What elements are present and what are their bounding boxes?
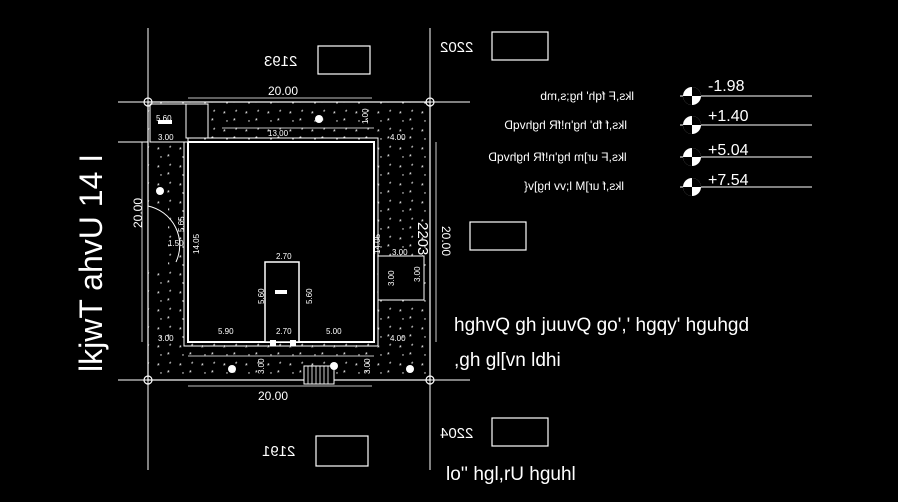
dim-side-mid: 5.65 bbox=[177, 216, 186, 232]
dim-inner-width: 13.00 bbox=[268, 129, 289, 138]
dim-setback-bottom-left: 3.00 bbox=[158, 334, 174, 343]
dim-plot-depth-left: 20.00 bbox=[131, 198, 145, 228]
dim-side-small: 1.50 bbox=[168, 239, 184, 248]
dim-bottom-small-2: 3.00 bbox=[363, 358, 372, 374]
plot-number-bottom-right: 2204 bbox=[440, 425, 473, 442]
note-line-2: ,gh gl[vn ldhi bbox=[454, 350, 561, 371]
plot-number-top: 2193 bbox=[264, 53, 297, 70]
dim-right-mid-2: 3.00 bbox=[387, 270, 396, 286]
dim-building-depth-right: 14.05 bbox=[373, 233, 382, 254]
dim-core-depth-left: 5.60 bbox=[257, 288, 266, 304]
dim-plot-width-top: 20.00 bbox=[268, 84, 298, 98]
dim-top-side: 1.00 bbox=[361, 108, 370, 124]
dim-plot-width-bottom: 20.00 bbox=[258, 389, 288, 403]
dim-bottom-center-span: 2.70 bbox=[276, 327, 292, 336]
level-label-1: lks,F fqh' hg;s,mb bbox=[540, 89, 634, 103]
dim-core-width: 2.70 bbox=[276, 252, 292, 261]
misc-marks bbox=[156, 115, 414, 373]
plot-number-bottom: 2191 bbox=[262, 443, 295, 460]
level-value-2: +1.40 bbox=[708, 108, 749, 125]
dim-bottom-right-span: 5.00 bbox=[326, 327, 342, 336]
level-label-4: lks,f ur]M l;vv hg]v{ bbox=[524, 179, 624, 193]
dim-bottom-left-span: 5.90 bbox=[218, 327, 234, 336]
level-label-3: lks,F ur]m hg'n!fR hghvqD bbox=[488, 150, 627, 164]
corner-markers bbox=[143, 97, 435, 385]
dim-plot-depth-right: 20.00 bbox=[439, 226, 453, 256]
level-table: lks,F fqh' hg;s,mb -1.98 lks,f fb' hg'n!… bbox=[488, 78, 749, 193]
dim-setback-top-left: 3.00 bbox=[158, 133, 174, 142]
dim-right-mid-1: 3.00 bbox=[413, 266, 422, 282]
dim-setback-right: 3.00 bbox=[392, 248, 408, 257]
note-line-1: hghvQ gh juuvQ go',' hgqy' hguhgd bbox=[454, 315, 749, 336]
side-title: lkjwT ahvU 14 I bbox=[73, 154, 109, 372]
plot-boundary bbox=[141, 97, 437, 387]
level-markers bbox=[680, 87, 812, 196]
dim-building-depth-left: 14.05 bbox=[192, 233, 201, 254]
plot-number-top-right: 2202 bbox=[440, 39, 473, 56]
level-value-3: +5.04 bbox=[708, 142, 749, 159]
dim-core-depth-right: 5.60 bbox=[305, 288, 314, 304]
dim-setback-top-right: 4.00 bbox=[390, 133, 406, 142]
dim-setback-bottom-right: 4.00 bbox=[390, 334, 406, 343]
plot-number-boxes bbox=[315, 31, 549, 467]
level-value-1: -1.98 bbox=[708, 78, 745, 95]
dimension-labels: 20.00 20.00 20.00 20.00 13.00 14.05 14.0… bbox=[131, 84, 453, 403]
note-line-3: lo'' hgl,rU hguhl bbox=[446, 464, 576, 485]
dim-gate-width: 5.60 bbox=[156, 114, 172, 123]
plot-number-right: 2203 bbox=[414, 222, 431, 255]
level-value-4: +7.54 bbox=[708, 172, 749, 189]
dim-bottom-small-1: 3.00 bbox=[257, 358, 266, 374]
level-label-2: lks,f fb' hg'n!fR hghvqD bbox=[504, 118, 627, 132]
